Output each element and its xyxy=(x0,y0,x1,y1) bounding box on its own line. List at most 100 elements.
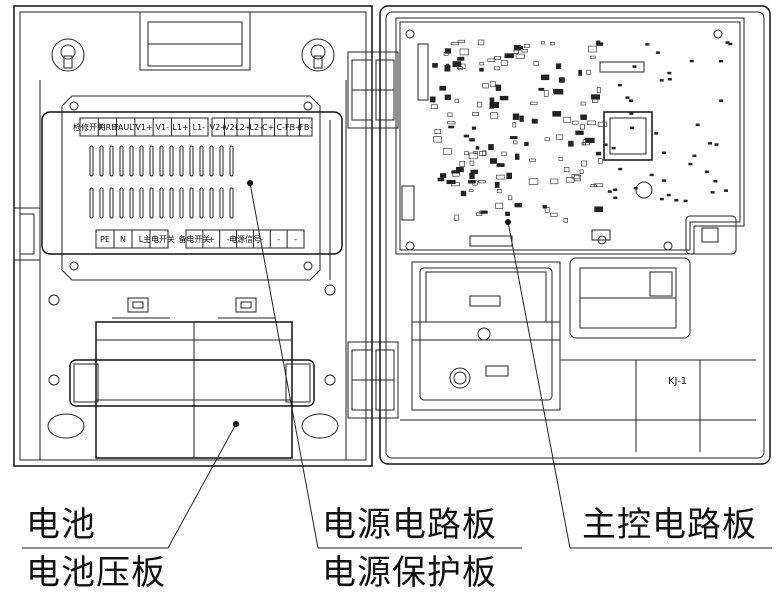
smd-part xyxy=(563,218,568,223)
vent-slot xyxy=(149,187,154,219)
smd-part xyxy=(689,59,694,63)
smd-part xyxy=(565,177,575,183)
smd-part xyxy=(471,126,476,130)
smd-part xyxy=(489,158,498,164)
vent-slot xyxy=(99,187,104,219)
smd-part xyxy=(519,115,524,122)
smd-part xyxy=(582,139,590,146)
smd-part xyxy=(439,173,447,178)
terminal-label: V1- xyxy=(156,123,170,132)
smd-part xyxy=(598,121,607,127)
smd-part xyxy=(695,123,700,127)
smd-part xyxy=(563,167,570,172)
smd-part xyxy=(594,206,604,213)
smd-part xyxy=(505,211,510,217)
smd-part xyxy=(454,214,459,221)
smd-part xyxy=(478,180,486,184)
vent-slot xyxy=(219,187,224,219)
smd-part xyxy=(444,94,451,100)
terminal-label: 检修开关 xyxy=(73,122,105,132)
smd-part xyxy=(457,66,463,71)
keyhole-mount-left xyxy=(51,38,85,72)
connector-small-right xyxy=(218,297,276,319)
smd-part xyxy=(514,153,520,160)
smd-part xyxy=(504,53,514,59)
smd-part xyxy=(629,99,633,102)
smd-part xyxy=(719,59,723,63)
smd-part xyxy=(538,87,545,91)
terminal-label: FIRE xyxy=(99,123,117,132)
vent-slot xyxy=(139,187,144,219)
smd-part xyxy=(540,41,545,45)
terminal-label: FB- xyxy=(299,123,312,132)
terminal-label: C- xyxy=(277,123,286,132)
smd-part xyxy=(499,95,509,101)
smd-part xyxy=(512,122,517,128)
vent-slots xyxy=(89,145,234,219)
smd-part xyxy=(543,90,549,97)
smd-part xyxy=(446,179,456,185)
smd-part xyxy=(479,61,484,66)
connector-small-left xyxy=(112,297,170,319)
vent-slot xyxy=(209,145,214,177)
smd-part xyxy=(613,188,618,191)
terminal-label: V2+ xyxy=(210,123,227,132)
keyhole-mount-right xyxy=(301,38,335,72)
smd-part xyxy=(512,113,520,120)
smd-part xyxy=(523,43,530,48)
smd-part xyxy=(521,49,529,53)
smd-part xyxy=(596,40,601,46)
processor-chip xyxy=(603,111,653,161)
smd-part xyxy=(434,129,441,134)
smd-part xyxy=(613,196,618,200)
left-cabinet xyxy=(13,5,373,467)
smd-part xyxy=(479,67,484,72)
smd-part xyxy=(459,161,465,167)
smd-part xyxy=(451,170,461,174)
smd-part xyxy=(714,143,719,146)
vent-slot xyxy=(219,145,224,177)
vent-slot xyxy=(189,145,194,177)
terminal-label: + xyxy=(208,235,215,244)
vent-slot xyxy=(199,187,204,219)
vent-slot xyxy=(109,145,114,177)
smd-part xyxy=(596,87,601,93)
door-hinge-top xyxy=(347,51,399,129)
smd-part xyxy=(625,96,630,99)
vent-slot xyxy=(169,145,174,177)
terminal-label: C+ xyxy=(262,123,274,132)
vent-slot xyxy=(159,187,164,219)
terminal-label: - xyxy=(294,235,297,244)
smd-part xyxy=(513,140,518,145)
smd-part xyxy=(544,207,550,213)
smd-part xyxy=(433,136,442,143)
smd-part xyxy=(500,60,509,66)
smd-part xyxy=(573,174,581,182)
battery-pressure-plate xyxy=(47,359,339,439)
smd-part xyxy=(571,174,580,180)
smd-part xyxy=(586,120,596,126)
vent-slot xyxy=(159,145,164,177)
smd-part xyxy=(617,83,622,87)
smd-part xyxy=(552,111,562,117)
smd-part xyxy=(575,130,584,135)
smd-part xyxy=(529,101,538,105)
smd-part xyxy=(493,66,500,71)
smd-part xyxy=(470,169,478,174)
terminal-block-top-left xyxy=(79,117,209,137)
smd-part xyxy=(501,151,507,157)
terminal-label: L1+ xyxy=(172,123,188,132)
terminal-label: PE xyxy=(100,235,110,244)
smd-part xyxy=(579,124,585,130)
vent-slot xyxy=(179,145,184,177)
smd-part xyxy=(528,178,539,185)
smd-part xyxy=(459,48,469,56)
terminal-label: L xyxy=(139,235,144,244)
smd-part xyxy=(629,112,634,115)
smd-part xyxy=(457,56,465,61)
smd-part xyxy=(544,137,550,142)
smd-part xyxy=(589,55,596,59)
smd-part xyxy=(683,199,688,203)
smd-part xyxy=(581,142,586,146)
smd-part xyxy=(496,163,505,167)
